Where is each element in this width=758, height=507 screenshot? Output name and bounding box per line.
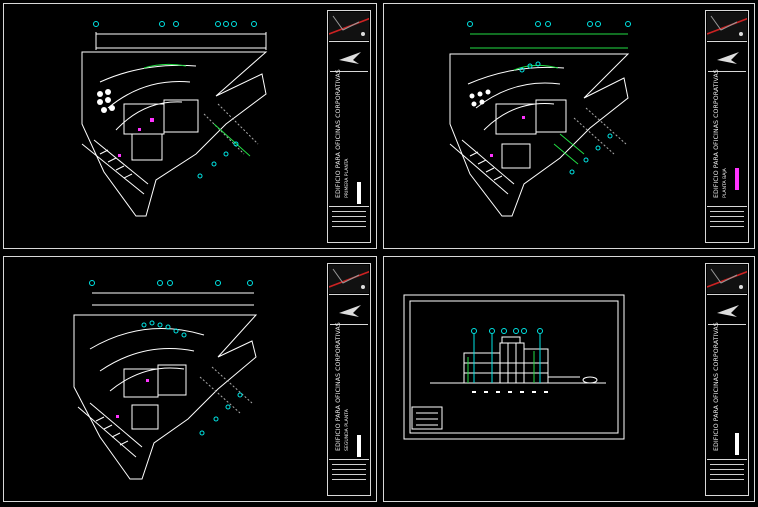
sheet-title-area: EDIFICIO PARA OFICINAS CORPORATIVAS PRIM… (330, 69, 368, 206)
sheet-stamp (735, 168, 739, 190)
curved-wall (467, 66, 565, 85)
room (157, 364, 187, 396)
drawing-sheet-planta-baja: EDIFICIO PARA OFICINAS CORPORATIVAS PLAN… (383, 3, 755, 249)
compass-north-arrow-icon (707, 294, 747, 323)
roof-element (501, 336, 521, 344)
title-block-footer (707, 459, 747, 494)
floor-plan-group (81, 21, 268, 217)
drawing-sheet-fachada: EDIFICIO PARA OFICINAS CORPORATIVAS (383, 256, 755, 502)
drawing-frame-inner (409, 300, 619, 434)
title-block-footer (329, 459, 369, 494)
compass-north-arrow-icon (707, 41, 747, 70)
cyan-trees (471, 328, 543, 383)
title-block-footer (329, 206, 369, 241)
sheet-title: EDIFICIO PARA OFICINAS CORPORATIVAS (713, 322, 720, 451)
curved-wall (115, 101, 183, 131)
parking-line (77, 406, 137, 458)
room (123, 103, 165, 135)
parking-line (461, 139, 515, 185)
location-map (707, 265, 747, 293)
curved-wall (99, 64, 197, 83)
title-block: EDIFICIO PARA OFICINAS CORPORATIVAS PLAN… (705, 10, 749, 243)
parking-line (449, 143, 509, 195)
magenta-markers (118, 118, 154, 157)
building-outline (81, 51, 268, 217)
sheet-title: EDIFICIO PARA OFICINAS CORPORATIVAS (713, 69, 720, 198)
seating-cluster (97, 89, 115, 113)
curved-wall (89, 328, 205, 350)
parking-line (89, 402, 143, 448)
floor-plan-planta-baja (449, 21, 631, 217)
location-map (329, 265, 369, 293)
sheet-stamp (357, 182, 361, 204)
sheet-stamp (357, 435, 361, 457)
room (131, 404, 159, 430)
sheet-title-area: EDIFICIO PARA OFICINAS CORPORATIVAS SEGU… (330, 322, 368, 459)
car-symbol-icon (582, 376, 598, 384)
sheet-title-area: EDIFICIO PARA OFICINAS CORPORATIVAS PLAN… (708, 69, 746, 206)
floor-plan-primera-planta (81, 21, 268, 217)
curved-wall (107, 81, 191, 109)
sheet-title: EDIFICIO PARA OFICINAS CORPORATIVAS (335, 69, 342, 198)
title-block: EDIFICIO PARA OFICINAS CORPORATIVAS PRIM… (327, 10, 371, 243)
drawing-legend (411, 406, 443, 430)
curved-wall (99, 348, 195, 372)
location-map (707, 12, 747, 40)
room (501, 143, 531, 169)
cyan-trees (93, 21, 257, 179)
sheet-subtitle: PLANTA BAJA (723, 168, 728, 198)
title-block: EDIFICIO PARA OFICINAS CORPORATIVAS (705, 263, 749, 496)
room (131, 133, 163, 161)
cyan-trees (89, 280, 253, 436)
building-outline (73, 314, 258, 480)
drawing-frame-outer (403, 294, 625, 440)
cyan-trees (467, 21, 631, 175)
drawing-sheet-primera-planta: EDIFICIO PARA OFICINAS CORPORATIVAS PRIM… (3, 3, 377, 249)
building-mass (523, 348, 549, 384)
location-map (329, 12, 369, 40)
structural-grid (203, 103, 259, 155)
drawing-sheet-segunda-planta: EDIFICIO PARA OFICINAS CORPORATIVAS SEGU… (3, 256, 377, 502)
seating-cluster (469, 89, 491, 107)
sheet-title-area: EDIFICIO PARA OFICINAS CORPORATIVAS (708, 322, 746, 459)
curved-wall (109, 367, 185, 392)
parking-line (93, 139, 149, 185)
sheet-subtitle: PRIMERA PLANTA (345, 158, 350, 198)
sheet-title: EDIFICIO PARA OFICINAS CORPORATIVAS (335, 322, 342, 451)
room (163, 99, 199, 133)
curved-wall (483, 103, 555, 131)
compass-north-arrow-icon (329, 294, 369, 323)
room (535, 99, 567, 133)
grid-markers (472, 391, 548, 393)
parking-line (81, 143, 145, 195)
sheet-subtitle: SEGUNDA PLANTA (345, 409, 350, 451)
building-mass (463, 352, 501, 384)
title-block: EDIFICIO PARA OFICINAS CORPORATIVAS SEGU… (327, 263, 371, 496)
compass-north-arrow-icon (329, 41, 369, 70)
sheet-stamp (735, 433, 739, 455)
green-accents (143, 63, 251, 157)
floor-plan-segunda-planta (73, 280, 258, 480)
building-outline (449, 53, 630, 217)
title-block-footer (707, 206, 747, 241)
elevation-drawing (403, 294, 625, 440)
